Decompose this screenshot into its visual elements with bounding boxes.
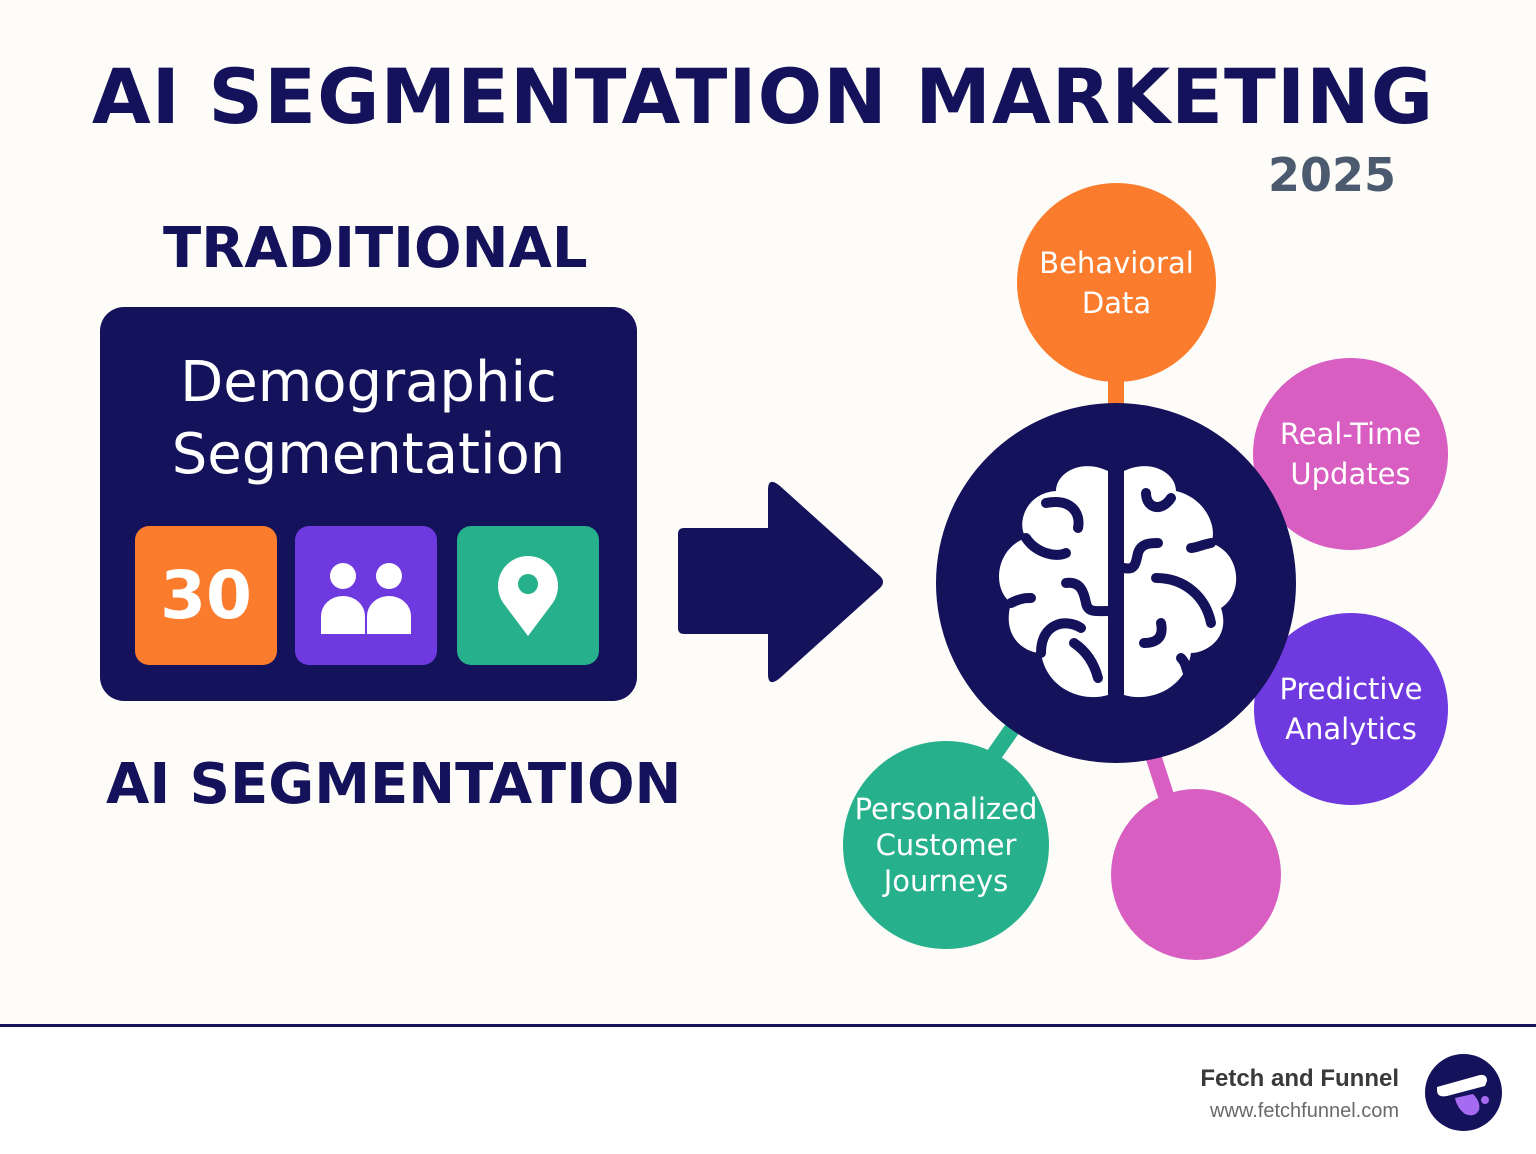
card-title: Demographic Segmentation xyxy=(100,347,637,491)
card-title-line1: Demographic xyxy=(180,350,557,415)
ai-hub xyxy=(936,403,1296,763)
brand-url[interactable]: www.fetchfunnel.com xyxy=(1210,1100,1399,1122)
page-title: AI SEGMENTATION MARKETING xyxy=(91,52,1435,141)
location-tile xyxy=(457,526,599,665)
node-text: Real-Time xyxy=(1279,417,1422,451)
node-text: Predictive xyxy=(1279,672,1423,706)
age-tile: 30 xyxy=(135,526,277,665)
footer: Fetch and Funnel www.fetchfunnel.com xyxy=(0,1024,1536,1154)
demographic-segmentation-card: Demographic Segmentation 30 xyxy=(100,307,637,701)
node-text: Behavioral xyxy=(1039,245,1194,280)
node-text: Data xyxy=(1081,285,1152,320)
node-text: Journeys xyxy=(883,864,1009,898)
location-pin-icon xyxy=(498,555,558,636)
node-text: Customer xyxy=(875,828,1017,862)
people-icon xyxy=(321,562,411,634)
brain-icon xyxy=(999,466,1237,698)
brand-name: Fetch and Funnel xyxy=(1200,1065,1399,1092)
people-tile xyxy=(295,526,437,665)
card-title-line2: Segmentation xyxy=(171,422,566,487)
connector-behavioral xyxy=(1108,376,1124,410)
node-text: Analytics xyxy=(1285,712,1417,746)
ai-segmentation-label: AI SEGMENTATION xyxy=(106,752,682,817)
node-blank xyxy=(1111,789,1281,960)
age-value: 30 xyxy=(160,557,252,634)
node-text: Updates xyxy=(1290,457,1411,491)
year-label: 2025 xyxy=(1267,148,1396,202)
logo-icon xyxy=(1437,1074,1489,1116)
arrow-icon xyxy=(678,481,883,683)
node-text: Personalized xyxy=(854,792,1038,826)
traditional-label: TRADITIONAL xyxy=(163,216,588,281)
brand-logo xyxy=(1425,1054,1502,1131)
